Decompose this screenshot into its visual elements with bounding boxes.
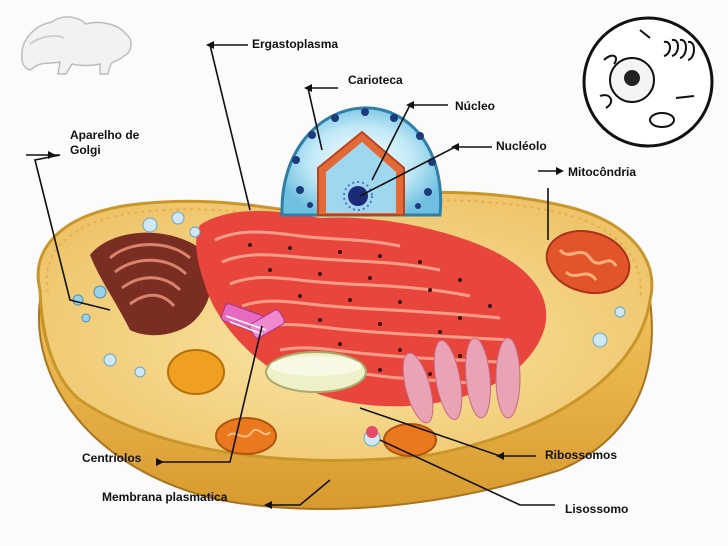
animal-icon (21, 16, 132, 75)
vacuole (265, 351, 367, 393)
label-aparelho-golgi: Aparelho de Golgi (70, 128, 140, 157)
cell-inset (582, 16, 714, 148)
label-ergastoplasma: Ergastoplasma (252, 37, 339, 51)
mitochondrion (545, 230, 631, 294)
vesicles (103, 211, 626, 447)
lysosome-vesicle (167, 349, 225, 395)
label-centriolos: Centríolos (82, 451, 142, 465)
label-carioteca: Carioteca (348, 73, 403, 87)
nucleus (280, 106, 443, 217)
label-nucleolo: Nucléolo (496, 139, 547, 153)
label-lisossomo: Lisossomo (565, 502, 629, 516)
nucleolus (348, 186, 368, 206)
golgi-apparatus (72, 232, 212, 336)
label-membrana-plasmatica: Membrana plasmatica (102, 490, 228, 504)
label-ribossomos: Ribossomos (545, 448, 618, 462)
ribosomes (402, 337, 521, 424)
centrioles (220, 303, 285, 339)
label-mitocondria: Mitocôndria (568, 165, 636, 179)
arrow-heads (48, 41, 564, 509)
label-nucleo: Núcleo (455, 99, 496, 113)
